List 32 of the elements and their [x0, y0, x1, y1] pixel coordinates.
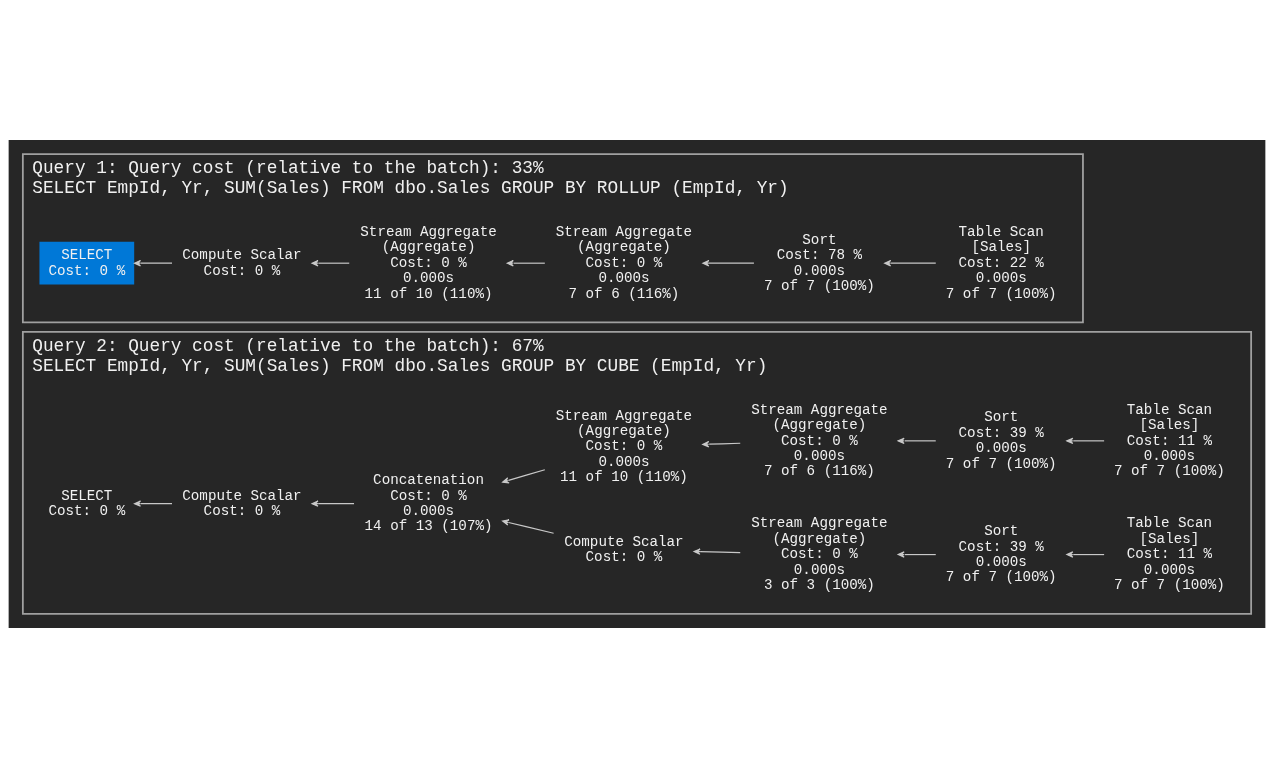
arrow	[311, 499, 355, 507]
arrow	[133, 499, 173, 507]
arrow	[693, 547, 741, 555]
node-text: Stream Aggregate (Aggregate) Cost: 0 % 0.000s 7 of 6 (116%)	[751, 401, 888, 479]
node-text: SELECT Cost: 0 %	[48, 487, 126, 519]
node-text: Table Scan [Sales] Cost: 11 % 0.000s 7 of 7 (100%)	[1114, 401, 1225, 479]
arrow	[502, 518, 555, 534]
node-text: Stream Aggregate (Aggregate) Cost: 0 % 0.000s 3 of 3 (100%)	[751, 514, 888, 593]
arrow	[897, 550, 937, 558]
node-text: Compute Scalar Cost: 0 %	[182, 487, 302, 519]
node-text: Compute Scalar Cost: 0 %	[182, 246, 302, 279]
arrow	[702, 259, 755, 266]
node-text: Stream Aggregate (Aggregate) Cost: 0 % 0.000s 11 of 10 (110%)	[360, 223, 497, 302]
node-text: Compute Scalar Cost: 0 %	[564, 533, 684, 565]
arrow	[884, 259, 937, 266]
node-text: Sort Cost: 39 % 0.000s 7 of 7 (100%)	[945, 408, 1057, 472]
node-box: SELECT Cost: 0 %	[39, 241, 135, 284]
arrow	[502, 468, 546, 484]
arrow	[702, 440, 741, 447]
node-text: Concatenation Cost: 0 % 0.000s 14 of 13 (107%)	[364, 471, 493, 534]
node-text: Sort Cost: 39 % 0.000s 7 of 7 (100%)	[945, 522, 1057, 585]
arrow	[133, 259, 173, 266]
arrow	[1066, 550, 1105, 558]
arrow	[1066, 437, 1105, 444]
node-text: Stream Aggregate (Aggregate) Cost: 0 % 0.000s 7 of 6 (116%)	[555, 223, 693, 302]
arrow	[506, 259, 546, 266]
node-text: Table Scan [Sales] Cost: 22 % 0.000s 7 of 7 (100%)	[945, 223, 1057, 302]
node-text: Table Scan [Sales] Cost: 11 % 0.000s 7 of 7 (100%)	[1114, 514, 1225, 593]
arrow	[311, 259, 350, 266]
node-text: Stream Aggregate (Aggregate) Cost: 0 % 0.000s 11 of 10 (110%)	[555, 407, 693, 485]
node-text: Sort Cost: 78 % 0.000s 7 of 7 (100%)	[764, 231, 875, 294]
arrow	[897, 437, 937, 444]
